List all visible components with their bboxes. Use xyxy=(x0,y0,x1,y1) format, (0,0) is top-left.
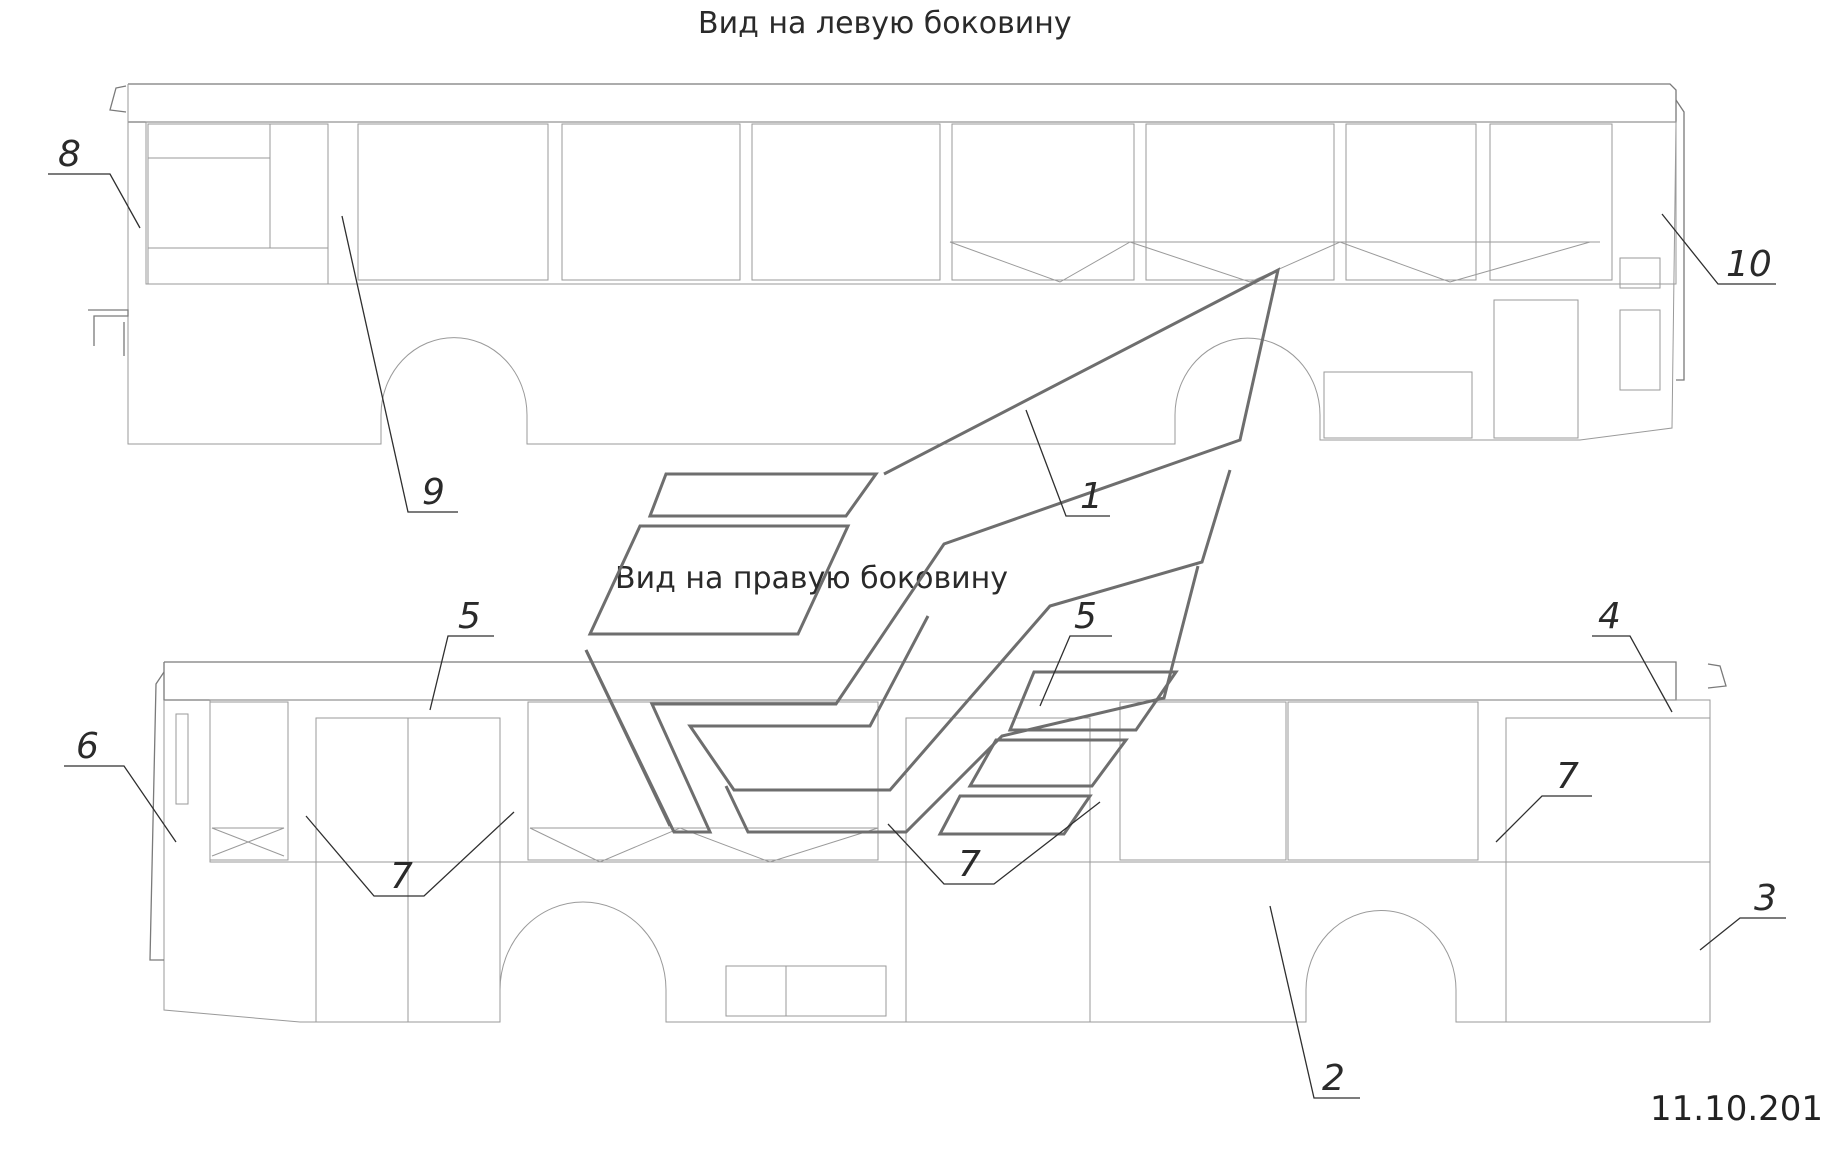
left-window-1 xyxy=(357,123,549,281)
left-rear-grille xyxy=(1619,257,1661,289)
callout-7a: 7 xyxy=(390,856,413,897)
callout-3: 3 xyxy=(1754,878,1777,919)
leader-9 xyxy=(341,215,458,513)
left-cab-window xyxy=(147,123,329,285)
left-roof-outline xyxy=(128,83,1677,123)
right-front-ladder xyxy=(149,671,165,961)
watermark-logo xyxy=(584,267,1281,836)
leader-3 xyxy=(1699,917,1786,951)
right-truss-1 xyxy=(211,827,285,857)
left-rear-panel xyxy=(1493,299,1579,439)
leader-10 xyxy=(1661,213,1776,285)
left-front-step xyxy=(88,309,129,346)
left-window-band xyxy=(145,121,1677,285)
right-window-1 xyxy=(209,701,289,861)
left-rear-vent xyxy=(1619,309,1661,391)
left-body-outline xyxy=(127,121,1677,445)
leader-7a xyxy=(305,811,515,897)
right-body-outline xyxy=(163,700,1711,1023)
right-roof-outline xyxy=(163,661,1677,701)
left-window-7 xyxy=(1489,123,1613,281)
logo-stroke-3 xyxy=(724,565,1200,834)
leader-7b xyxy=(887,801,1101,885)
right-luggage-door xyxy=(725,965,887,1017)
left-side-view: Вид на левую боковину xyxy=(88,6,1685,445)
right-window-3 xyxy=(1119,701,1287,861)
left-window-4 xyxy=(951,123,1135,281)
left-window-6 xyxy=(1345,123,1477,281)
right-side-view: Вид на правую боковину xyxy=(149,561,1727,1023)
leader-2 xyxy=(1269,905,1360,1099)
leader-6 xyxy=(64,765,177,843)
left-truss xyxy=(949,241,1591,283)
right-window-band xyxy=(209,699,1711,863)
logo-bar-2 xyxy=(587,524,851,636)
logo-bar-3 xyxy=(1007,670,1179,732)
leader-7c xyxy=(1495,795,1592,843)
callout-8: 8 xyxy=(58,134,81,175)
left-luggage-door xyxy=(1323,371,1473,439)
callout-5b: 5 xyxy=(1074,596,1097,637)
right-view-title: Вид на правую боковину xyxy=(615,561,1008,596)
callout-4: 4 xyxy=(1598,596,1621,637)
left-mirror xyxy=(109,85,127,113)
logo-stroke-4 xyxy=(584,649,672,827)
right-window-2 xyxy=(527,701,879,861)
callout-6: 6 xyxy=(76,726,99,767)
left-window-2 xyxy=(561,123,741,281)
callout-5a: 5 xyxy=(458,596,481,637)
leader-4 xyxy=(1592,635,1673,713)
logo-stroke-2 xyxy=(687,469,1232,792)
callout-1: 1 xyxy=(1080,476,1103,517)
leader-1 xyxy=(1025,409,1110,517)
leader-5b xyxy=(1039,635,1112,707)
logo-bar-5 xyxy=(937,794,1093,836)
right-window-4 xyxy=(1287,701,1479,861)
right-middle-door xyxy=(905,717,1091,1023)
leader-8 xyxy=(48,173,141,229)
left-window-3 xyxy=(751,123,941,281)
right-rear-door xyxy=(1505,717,1711,1023)
callout-2: 2 xyxy=(1322,1058,1345,1099)
logo-bar-4 xyxy=(967,738,1129,788)
callout-7c: 7 xyxy=(1556,756,1579,797)
logo-bar-1 xyxy=(647,472,879,518)
callout-7b: 7 xyxy=(958,844,981,885)
logo-stroke-1 xyxy=(584,267,1281,834)
leader-5a xyxy=(429,635,494,711)
left-view-title: Вид на левую боковину xyxy=(698,6,1072,41)
drawing-date: 11.10.2011 xyxy=(1650,1089,1826,1129)
left-rear-ladder xyxy=(1675,99,1685,381)
callouts: 8 9 10 1 5 5 4 6 7 7 7 3 2 xyxy=(48,134,1786,1099)
callout-10: 10 xyxy=(1726,244,1772,285)
right-front-panel xyxy=(175,713,189,805)
callout-9: 9 xyxy=(422,472,445,513)
left-window-5 xyxy=(1145,123,1335,281)
right-mirror xyxy=(1707,663,1727,689)
